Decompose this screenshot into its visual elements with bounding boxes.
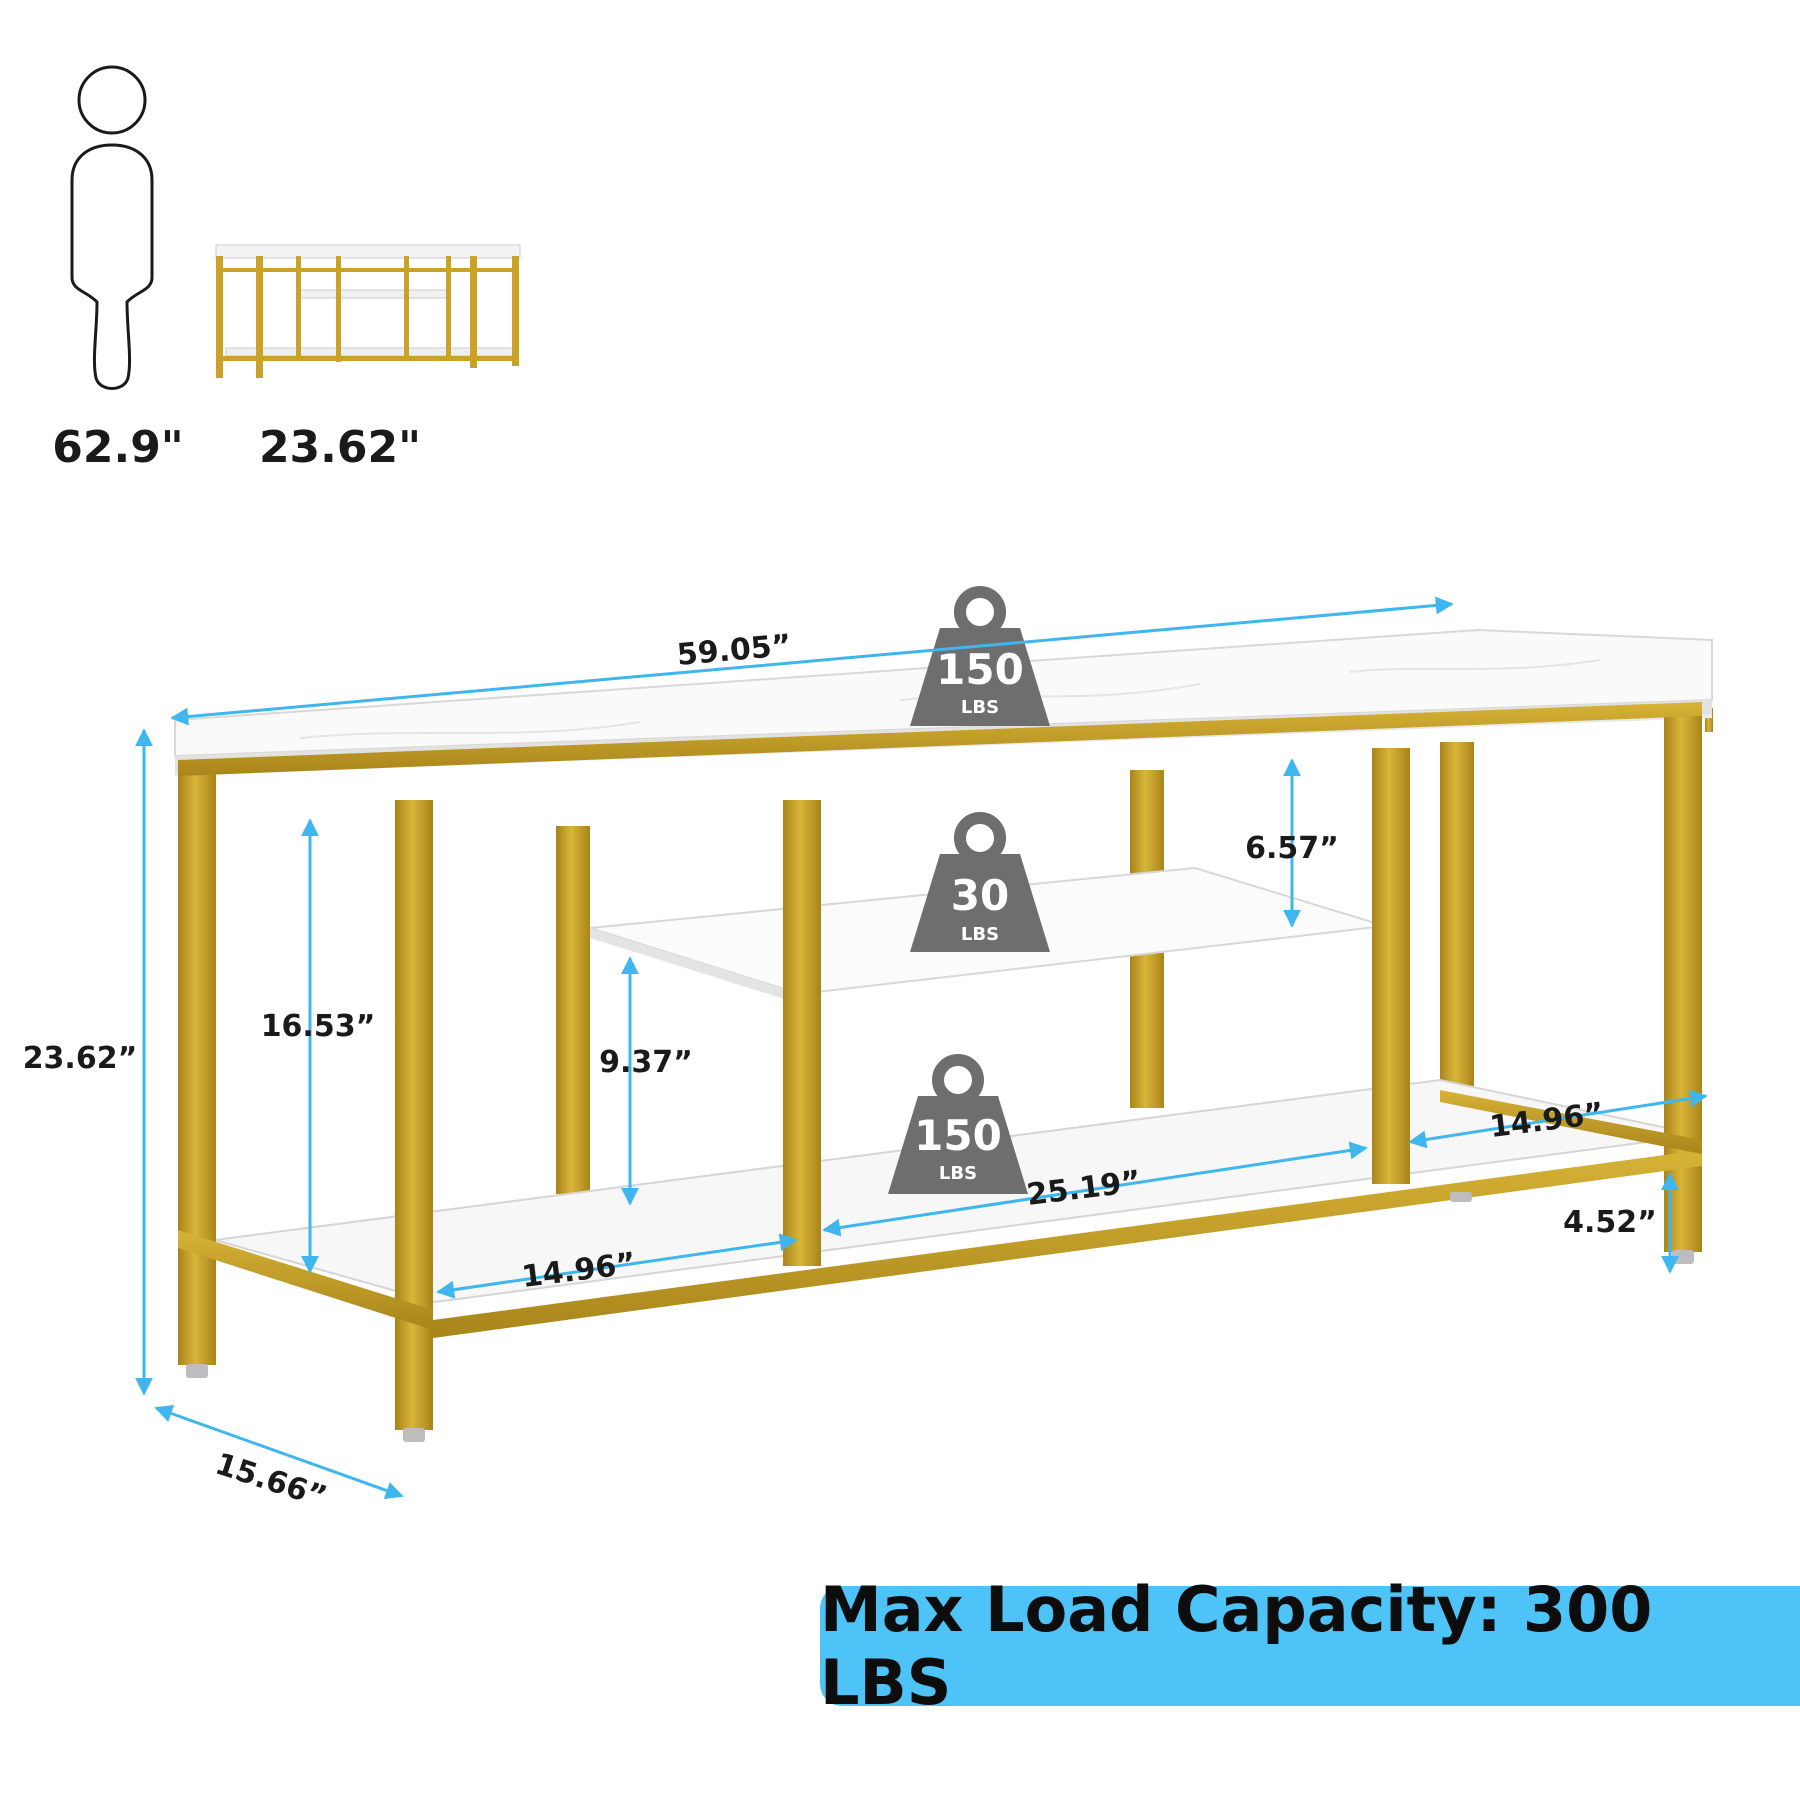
weight-middle-value: 30 xyxy=(951,871,1009,920)
tv-stand-illustration xyxy=(174,628,1713,1442)
weight-middle-unit: LBS xyxy=(961,924,999,945)
mini-tv-stand-image xyxy=(215,244,521,378)
top-clearance-label: 6.57” xyxy=(1245,831,1339,866)
weight-bottom-unit: LBS xyxy=(939,1163,977,1184)
max-load-text: Max Load Capacity: 300 LBS xyxy=(820,1573,1653,1719)
leg-height-label: 4.52” xyxy=(1563,1205,1657,1240)
weight-icon-top: 150 LBS xyxy=(910,586,1050,726)
person-height-label: 62.9" xyxy=(52,422,183,473)
upper-height-label: 16.53” xyxy=(261,1009,376,1044)
depth-arrow xyxy=(154,1404,404,1500)
left-bay-arrow xyxy=(436,1233,798,1299)
person-silhouette-icon xyxy=(70,65,154,390)
max-load-banner: Max Load Capacity: 300 LBS xyxy=(820,1573,1800,1719)
weight-icon-bottom: 150 LBS xyxy=(888,1054,1028,1194)
center-bay-arrow xyxy=(822,1141,1368,1237)
weight-top-unit: LBS xyxy=(961,697,999,718)
middle-clearance-label: 9.37” xyxy=(599,1045,693,1080)
weight-top-value: 150 xyxy=(936,645,1024,694)
width-arrow xyxy=(170,596,1454,726)
weight-icon-middle: 30 LBS xyxy=(910,812,1050,952)
right-bay-arrow xyxy=(1408,1089,1708,1149)
width-label: 59.05” xyxy=(676,628,793,673)
weight-bottom-value: 150 xyxy=(914,1111,1002,1160)
depth-label: 15.66” xyxy=(211,1447,331,1516)
height-label: 23.62” xyxy=(23,1041,138,1076)
table-height-label: 23.62" xyxy=(259,422,421,473)
